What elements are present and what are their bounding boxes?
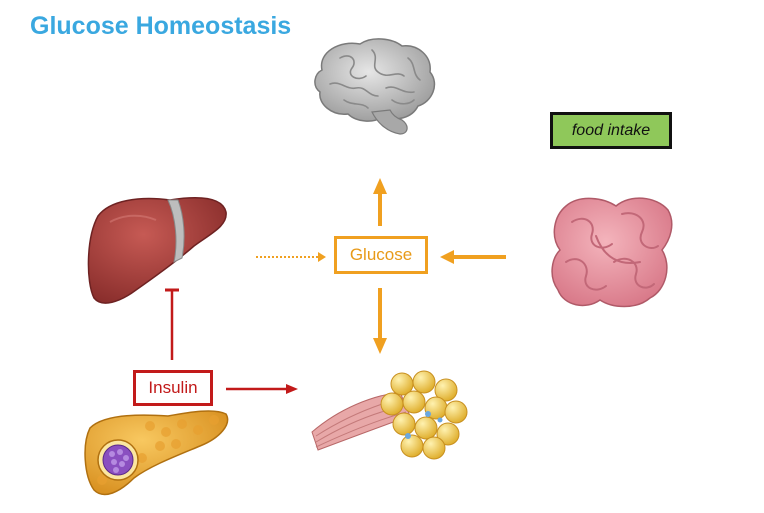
arrow-glucose-to-brain	[373, 178, 387, 226]
liver-icon	[87, 197, 227, 304]
arrow-gut-to-glucose	[440, 250, 506, 264]
inhibition-insulin-to-liver	[165, 288, 179, 360]
muscle-fat-icon	[311, 370, 468, 460]
brain-icon	[314, 38, 436, 135]
insulin-label: Insulin	[133, 370, 213, 406]
food-intake-label: food intake	[550, 112, 672, 149]
arrow-liver-to-glucose	[256, 252, 326, 262]
arrow-insulin-to-tissue	[226, 384, 298, 394]
page-title: Glucose Homeostasis	[30, 12, 292, 40]
arrow-glucose-to-tissue	[373, 288, 387, 354]
glucose-label: Glucose	[334, 236, 428, 274]
intestine-icon	[551, 197, 673, 308]
pancreas-icon	[84, 410, 229, 496]
